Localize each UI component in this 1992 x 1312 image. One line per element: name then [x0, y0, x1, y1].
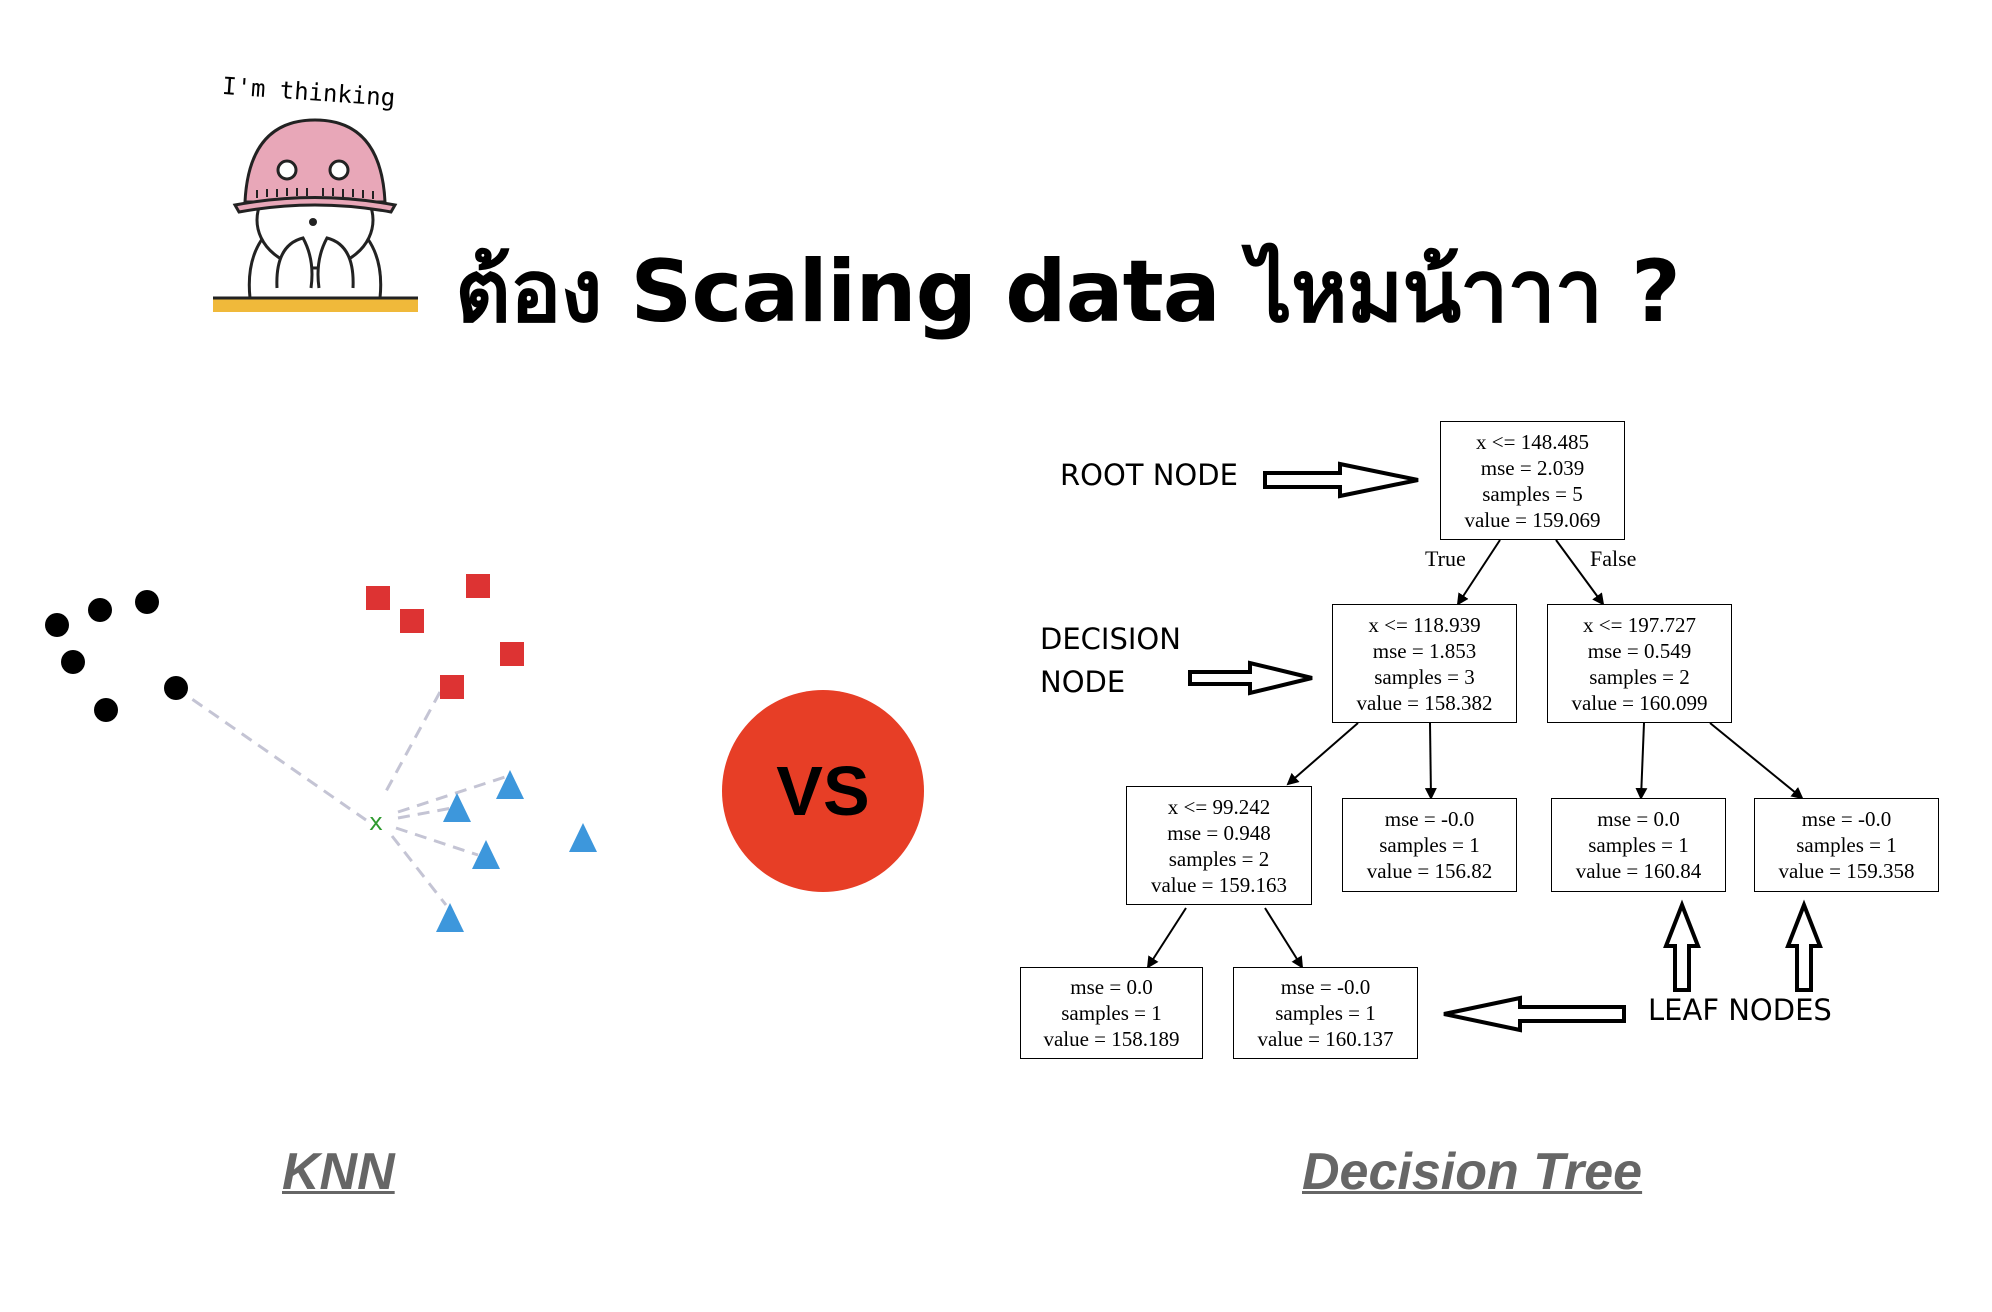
vs-badge: VS	[722, 690, 924, 892]
edge-ll-left	[1146, 907, 1187, 969]
node-line: value = 160.137	[1257, 1027, 1394, 1051]
thinking-mascot-icon	[213, 118, 418, 312]
knn-point-square	[400, 609, 424, 633]
edge-root-left	[1456, 539, 1501, 606]
tree-node-leaf: mse = -0.0 samples = 1 value = 159.358	[1754, 798, 1939, 892]
node-line: samples = 1	[1588, 833, 1689, 857]
knn-point-circle	[88, 598, 112, 622]
node-line: mse = -0.0	[1801, 807, 1892, 831]
knn-point-triangle	[496, 770, 524, 799]
knn-line-tri-3	[395, 826, 479, 857]
node-line: samples = 1	[1796, 833, 1897, 857]
knn-point-circle	[94, 698, 118, 722]
node-line: samples = 1	[1061, 1001, 1162, 1025]
tree-node-leaf: mse = -0.0 samples = 1 value = 160.137	[1233, 967, 1418, 1059]
tree-node-root: x <= 148.485 mse = 2.039 samples = 5 val…	[1440, 421, 1625, 540]
node-line: mse = 0.0	[1070, 975, 1153, 999]
knn-point-circle	[61, 650, 85, 674]
tree-node-decision-ll: x <= 99.242 mse = 0.948 samples = 2 valu…	[1126, 786, 1312, 905]
knn-line-tri-4	[390, 835, 448, 906]
node-line: mse = 2.039	[1480, 455, 1585, 480]
knn-point-square	[440, 675, 464, 699]
node-line: mse = 1.853	[1372, 638, 1477, 663]
node-line: mse = 0.0	[1597, 807, 1680, 831]
knn-point-square	[500, 642, 524, 666]
edge-left-lr	[1424, 722, 1437, 800]
root-arrow-icon	[1263, 461, 1419, 499]
node-line: samples = 1	[1275, 1001, 1376, 1025]
tree-node-leaf: mse = -0.0 samples = 1 value = 156.82	[1342, 798, 1517, 892]
node-line: mse = 0.948	[1167, 820, 1271, 845]
node-line: value = 159.358	[1778, 859, 1915, 883]
node-line: value = 159.069	[1464, 507, 1601, 532]
edge-label-false: False	[1590, 546, 1637, 571]
node-line: samples = 2	[1589, 664, 1690, 689]
knn-point-triangle	[472, 840, 500, 869]
node-line: value = 160.099	[1571, 690, 1708, 715]
table-surface	[213, 298, 418, 312]
edge-root-right	[1555, 539, 1605, 606]
knn-diagram: x	[45, 574, 597, 932]
decision-node-annotation-line2: NODE	[1040, 665, 1126, 699]
knn-point-circle	[45, 613, 69, 637]
decision-tree-caption: Decision Tree	[1302, 1143, 1643, 1201]
node-line: samples = 3	[1374, 664, 1475, 689]
node-line: value = 158.189	[1043, 1027, 1180, 1051]
knn-point-triangle	[443, 793, 471, 822]
node-line: mse = -0.0	[1384, 807, 1475, 831]
tree-node-decision-right: x <= 197.727 mse = 0.549 samples = 2 val…	[1547, 604, 1732, 723]
decision-arrow-icon	[1188, 660, 1313, 696]
node-line: samples = 1	[1379, 833, 1480, 857]
node-line: mse = -0.0	[1280, 975, 1371, 999]
edge-label-true: True	[1425, 546, 1466, 571]
knn-point-circle	[164, 676, 188, 700]
edge-left-ll	[1286, 722, 1359, 786]
knn-point-square	[366, 586, 390, 610]
knn-query-point: x	[369, 808, 383, 836]
knn-point-square	[466, 574, 490, 598]
leaf-arrow-up2-icon	[1785, 899, 1823, 992]
leaf-nodes-annotation: LEAF NODES	[1648, 993, 1832, 1027]
root-node-annotation: ROOT NODE	[1060, 458, 1238, 492]
node-line: x <= 118.939	[1368, 612, 1481, 637]
node-line: x <= 197.727	[1583, 612, 1696, 637]
node-line: mse = 0.549	[1587, 638, 1692, 663]
node-line: x <= 99.242	[1167, 794, 1271, 819]
edge-right-rr	[1709, 722, 1804, 800]
node-line: samples = 2	[1168, 846, 1270, 871]
node-line: value = 158.382	[1356, 690, 1493, 715]
leaf-arrow-up1-icon	[1663, 899, 1701, 992]
edge-ll-right	[1264, 907, 1304, 969]
node-line: value = 159.163	[1150, 872, 1288, 897]
knn-caption: KNN	[282, 1143, 395, 1201]
node-line: value = 160.84	[1575, 859, 1702, 883]
knn-line-tri-2	[397, 806, 453, 820]
tree-node-decision-left: x <= 118.939 mse = 1.853 samples = 3 val…	[1332, 604, 1517, 723]
leaf-arrow-left-icon	[1443, 995, 1626, 1033]
decision-node-annotation-line1: DECISION	[1040, 622, 1181, 656]
knn-point-circle	[135, 590, 159, 614]
node-line: x <= 148.485	[1476, 429, 1589, 454]
page-title: ต้อง Scaling data ไหมน้าาา ?	[455, 242, 1681, 342]
tree-node-leaf: mse = 0.0 samples = 1 value = 160.84	[1551, 798, 1726, 892]
vs-label: VS	[776, 752, 870, 830]
node-line: value = 156.82	[1366, 859, 1493, 883]
edge-right-rl	[1635, 722, 1648, 800]
tree-node-leaf: mse = 0.0 samples = 1 value = 158.189	[1020, 967, 1203, 1059]
node-line: samples = 5	[1482, 481, 1583, 506]
knn-point-triangle	[569, 823, 597, 852]
knn-point-triangle	[436, 903, 464, 932]
